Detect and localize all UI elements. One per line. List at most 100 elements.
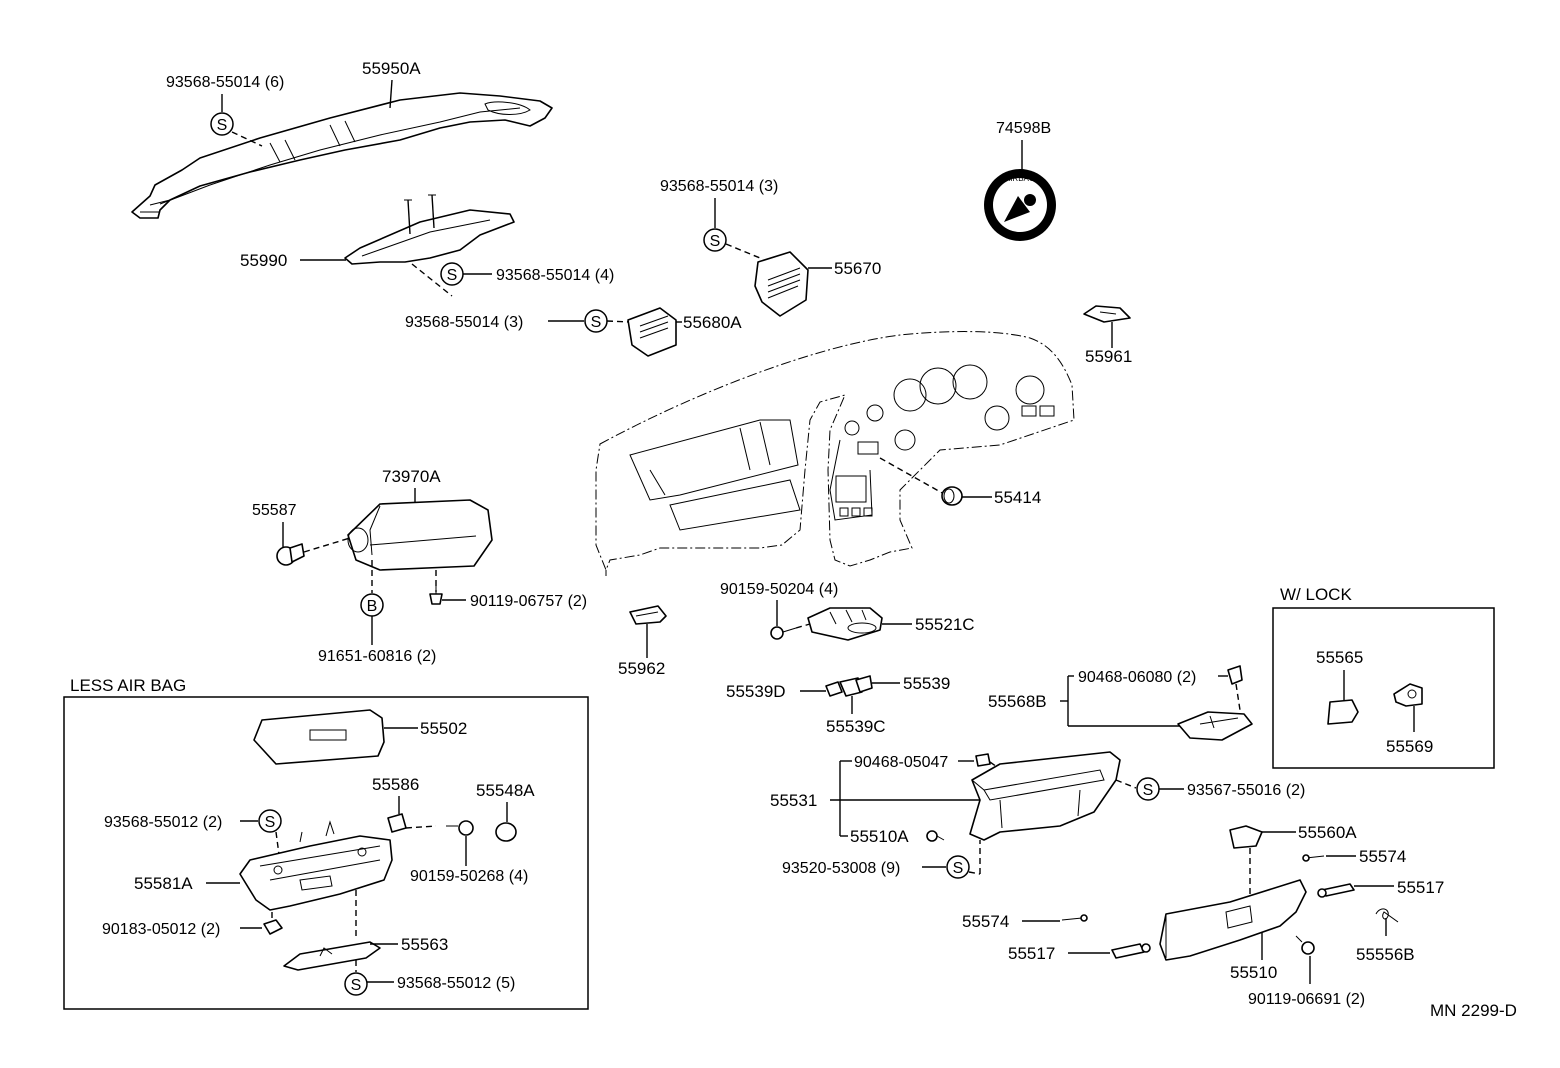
glovebox-housing-55531 bbox=[969, 751, 1121, 841]
knob-55414 bbox=[941, 486, 963, 506]
label-55517-a: 55517 bbox=[1397, 878, 1444, 897]
pin-55574-a bbox=[1302, 854, 1325, 862]
clips-55539 bbox=[825, 675, 873, 697]
svg-text:S: S bbox=[351, 977, 362, 994]
lid-55502 bbox=[253, 709, 385, 765]
label-93568-55014-4: 93568-55014 (4) bbox=[496, 267, 614, 284]
glovebox-bracket-55581A bbox=[239, 820, 393, 911]
screw-symbol: S bbox=[210, 112, 234, 136]
clip-55587 bbox=[276, 543, 305, 566]
screw-symbol: S bbox=[344, 972, 368, 996]
clip-90468-05047 bbox=[975, 753, 991, 767]
cover-55961 bbox=[1083, 305, 1131, 323]
label-90159-50204: 90159-50204 (4) bbox=[720, 581, 838, 598]
bolt-symbol: B bbox=[360, 593, 384, 617]
label-93568-55014-3b: 93568-55014 (3) bbox=[405, 314, 523, 331]
svg-text:S: S bbox=[710, 233, 721, 250]
label-55962: 55962 bbox=[618, 659, 665, 678]
bolt-90119-06691 bbox=[1295, 935, 1315, 955]
lock-cam-55569 bbox=[1393, 683, 1423, 707]
label-90119-06757: 90119-06757 (2) bbox=[470, 593, 587, 610]
label-55556B: 55556B bbox=[1356, 945, 1415, 964]
label-93568-55014-3a: 93568-55014 (3) bbox=[660, 178, 778, 195]
label-55531: 55531 bbox=[770, 791, 817, 810]
svg-text:S: S bbox=[1143, 782, 1154, 799]
svg-text:S: S bbox=[953, 860, 964, 877]
label-90159-50268: 90159-50268 (4) bbox=[410, 868, 528, 885]
bracket-55568B bbox=[1177, 711, 1253, 741]
label-55414: 55414 bbox=[994, 488, 1041, 507]
bracket-55521C bbox=[807, 607, 883, 641]
svg-text:AIRBAG: AIRBAG bbox=[1005, 174, 1035, 183]
screw-90159-50204 bbox=[770, 626, 797, 640]
svg-text:S: S bbox=[265, 814, 276, 831]
svg-text:S: S bbox=[447, 267, 458, 284]
screw-symbol: S bbox=[703, 228, 727, 252]
airbag-module-73970A bbox=[347, 499, 493, 571]
label-90468-05047: 90468-05047 bbox=[854, 754, 948, 771]
lock-55565 bbox=[1327, 699, 1359, 725]
label-55569: 55569 bbox=[1386, 737, 1433, 756]
label-90468-06080: 90468-06080 (2) bbox=[1078, 669, 1196, 686]
cushion-55548A bbox=[495, 822, 517, 842]
less-air-bag-box bbox=[63, 696, 589, 1010]
label-55517-b: 55517 bbox=[1008, 944, 1055, 963]
label-55950A: 55950A bbox=[362, 59, 421, 78]
label-74598B: 74598B bbox=[996, 120, 1051, 137]
label-93568-55012-2: 93568-55012 (2) bbox=[104, 814, 222, 831]
vent-55680A bbox=[627, 307, 677, 357]
label-55539C: 55539C bbox=[826, 717, 886, 736]
screw-symbol: S bbox=[440, 262, 464, 286]
label-93568-55012-5: 93568-55012 (5) bbox=[397, 975, 515, 992]
screw-symbol: S bbox=[258, 809, 282, 833]
vent-55670 bbox=[754, 251, 809, 317]
clip-90468-06080 bbox=[1227, 665, 1243, 685]
svg-text:S: S bbox=[591, 314, 602, 331]
label-55574-a: 55574 bbox=[1359, 847, 1406, 866]
label-55521C: 55521C bbox=[915, 615, 975, 634]
bolt-90119-06757 bbox=[429, 584, 443, 605]
duct-55950A bbox=[131, 92, 553, 219]
hinge-pin-55517-b bbox=[1111, 943, 1151, 959]
screw-symbol: S bbox=[584, 309, 608, 333]
pin-55574-b bbox=[1061, 914, 1088, 922]
instrument-panel bbox=[595, 331, 1075, 576]
clip-55510A bbox=[926, 830, 945, 842]
label-91651-60816: 91651-60816 (2) bbox=[318, 648, 436, 665]
bracket-55990 bbox=[344, 194, 515, 265]
label-55587: 55587 bbox=[252, 502, 297, 519]
label-55670: 55670 bbox=[834, 259, 881, 278]
label-55574-b: 55574 bbox=[962, 912, 1009, 931]
label-55539D: 55539D bbox=[726, 682, 786, 701]
label-55581A: 55581A bbox=[134, 874, 193, 893]
label-93520-53008: 93520-53008 (9) bbox=[782, 860, 900, 877]
latch-55586 bbox=[387, 813, 407, 833]
w-lock-box bbox=[1272, 607, 1495, 769]
label-55568B: 55568B bbox=[988, 692, 1047, 711]
airbag-warning-sticker: AIRBAG bbox=[984, 169, 1056, 241]
section-w-lock: W/ LOCK bbox=[1280, 585, 1352, 604]
label-93567-55016: 93567-55016 (2) bbox=[1187, 782, 1305, 799]
svg-text:S: S bbox=[217, 117, 228, 134]
glovebox-door-55510 bbox=[1159, 879, 1307, 961]
label-55586: 55586 bbox=[372, 775, 419, 794]
lock-cylinder-55560A bbox=[1229, 825, 1263, 849]
label-90183-05012: 90183-05012 (2) bbox=[102, 921, 220, 938]
vent-55962 bbox=[629, 605, 667, 625]
label-55961: 55961 bbox=[1085, 347, 1132, 366]
label-55565: 55565 bbox=[1316, 648, 1363, 667]
hinge-pin-55517-a bbox=[1317, 883, 1355, 898]
label-55560A: 55560A bbox=[1298, 823, 1357, 842]
label-55990: 55990 bbox=[240, 251, 287, 270]
label-93568-55014-6: 93568-55014 (6) bbox=[166, 74, 284, 91]
label-73970A: 73970A bbox=[382, 467, 441, 486]
label-90119-06691: 90119-06691 (2) bbox=[1248, 991, 1365, 1008]
bracket-55563 bbox=[283, 941, 381, 971]
nut-90183-05012 bbox=[263, 919, 283, 935]
screw-symbol: S bbox=[946, 855, 970, 879]
label-55680A: 55680A bbox=[683, 313, 742, 332]
section-less-air-bag: LESS AIR BAG bbox=[70, 676, 186, 695]
label-55502: 55502 bbox=[420, 719, 467, 738]
label-55510A: 55510A bbox=[850, 827, 909, 846]
